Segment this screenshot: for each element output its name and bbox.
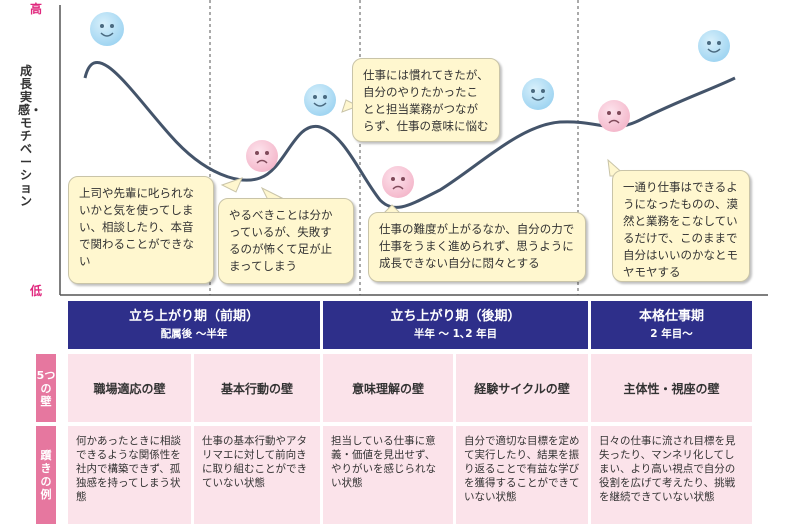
stumble-cell: 自分で適切な目標を定めて実行したり、結果を振り返ることで有益な学びを獲得すること… — [456, 426, 588, 524]
sad-face-icon — [246, 140, 278, 172]
phase-header-late: 立ち上がり期（後期） 半年 〜 1､2 年目 — [323, 301, 588, 349]
happy-face-icon — [90, 12, 124, 46]
speech-bubble: 仕事には慣れてきたが、自分のやりたかったことと担当業務がつながらず、仕事の意味に… — [352, 58, 500, 142]
wall-cell: 主体性・視座の壁 — [591, 354, 752, 422]
axis-high-label: 高 — [30, 2, 43, 16]
happy-face-icon — [698, 30, 730, 62]
y-axis-title: 成長実感・モチベーション — [18, 64, 43, 208]
stumble-cell: 仕事の基本行動やアタリマエに対して前向きに取り組むことができていない状態 — [194, 426, 320, 524]
phase-subtitle: 配属後 〜半年 — [160, 328, 228, 340]
wall-cell: 意味理解の壁 — [323, 354, 453, 422]
phase-header-fullscale: 本格仕事期 2 年目〜 — [591, 301, 752, 349]
speech-bubble: 仕事の難度が上がるなか、自分の力で仕事をうまく進められず、思うように成長できない… — [368, 212, 586, 282]
phase-subtitle: 半年 〜 1､2 年目 — [413, 328, 498, 340]
axis-low-label: 低 — [30, 284, 43, 298]
sad-face-icon — [598, 100, 630, 132]
row-label-stumbles: 躓きの例 — [36, 426, 56, 524]
phase-title: 立ち上がり期（前期） — [128, 309, 259, 324]
phase-title: 立ち上がり期（後期） — [390, 309, 521, 324]
row-label-walls: 5つの壁 — [36, 354, 56, 422]
phase-subtitle: 2 年目〜 — [650, 328, 693, 340]
speech-bubble: 一通り仕事はできるようになったものの、漠然と業務をこなしているだけで、このままで… — [612, 170, 750, 282]
sad-face-icon — [382, 166, 414, 198]
stumble-cell: 何かあったときに相談できるような関係性を社内で構築できず、孤独感を持ってしまう状… — [68, 426, 191, 524]
phase-header-early: 立ち上がり期（前期） 配属後 〜半年 — [68, 301, 320, 349]
bubble-tail — [220, 177, 243, 193]
stumble-cell: 担当している仕事に意義・価値を見出せず、やりがいを感じられない状態 — [323, 426, 453, 524]
wall-cell: 経験サイクルの壁 — [456, 354, 588, 422]
phase-title: 本格仕事期 — [638, 309, 704, 324]
stumble-cell: 日々の仕事に流され目標を見失ったり、マンネリ化してしまい、より高い視点で自分の役… — [591, 426, 752, 524]
happy-face-icon — [522, 78, 554, 110]
speech-bubble: やるべきことは分かっているが、失敗するのが怖くて足が止まってしまう — [218, 198, 354, 284]
speech-bubble: 上司や先輩に叱られないかと気を使ってしまい、相談したり、本音で関わることができな… — [68, 176, 214, 284]
wall-cell: 基本行動の壁 — [194, 354, 320, 422]
wall-cell: 職場適応の壁 — [68, 354, 191, 422]
happy-face-icon — [304, 84, 336, 116]
